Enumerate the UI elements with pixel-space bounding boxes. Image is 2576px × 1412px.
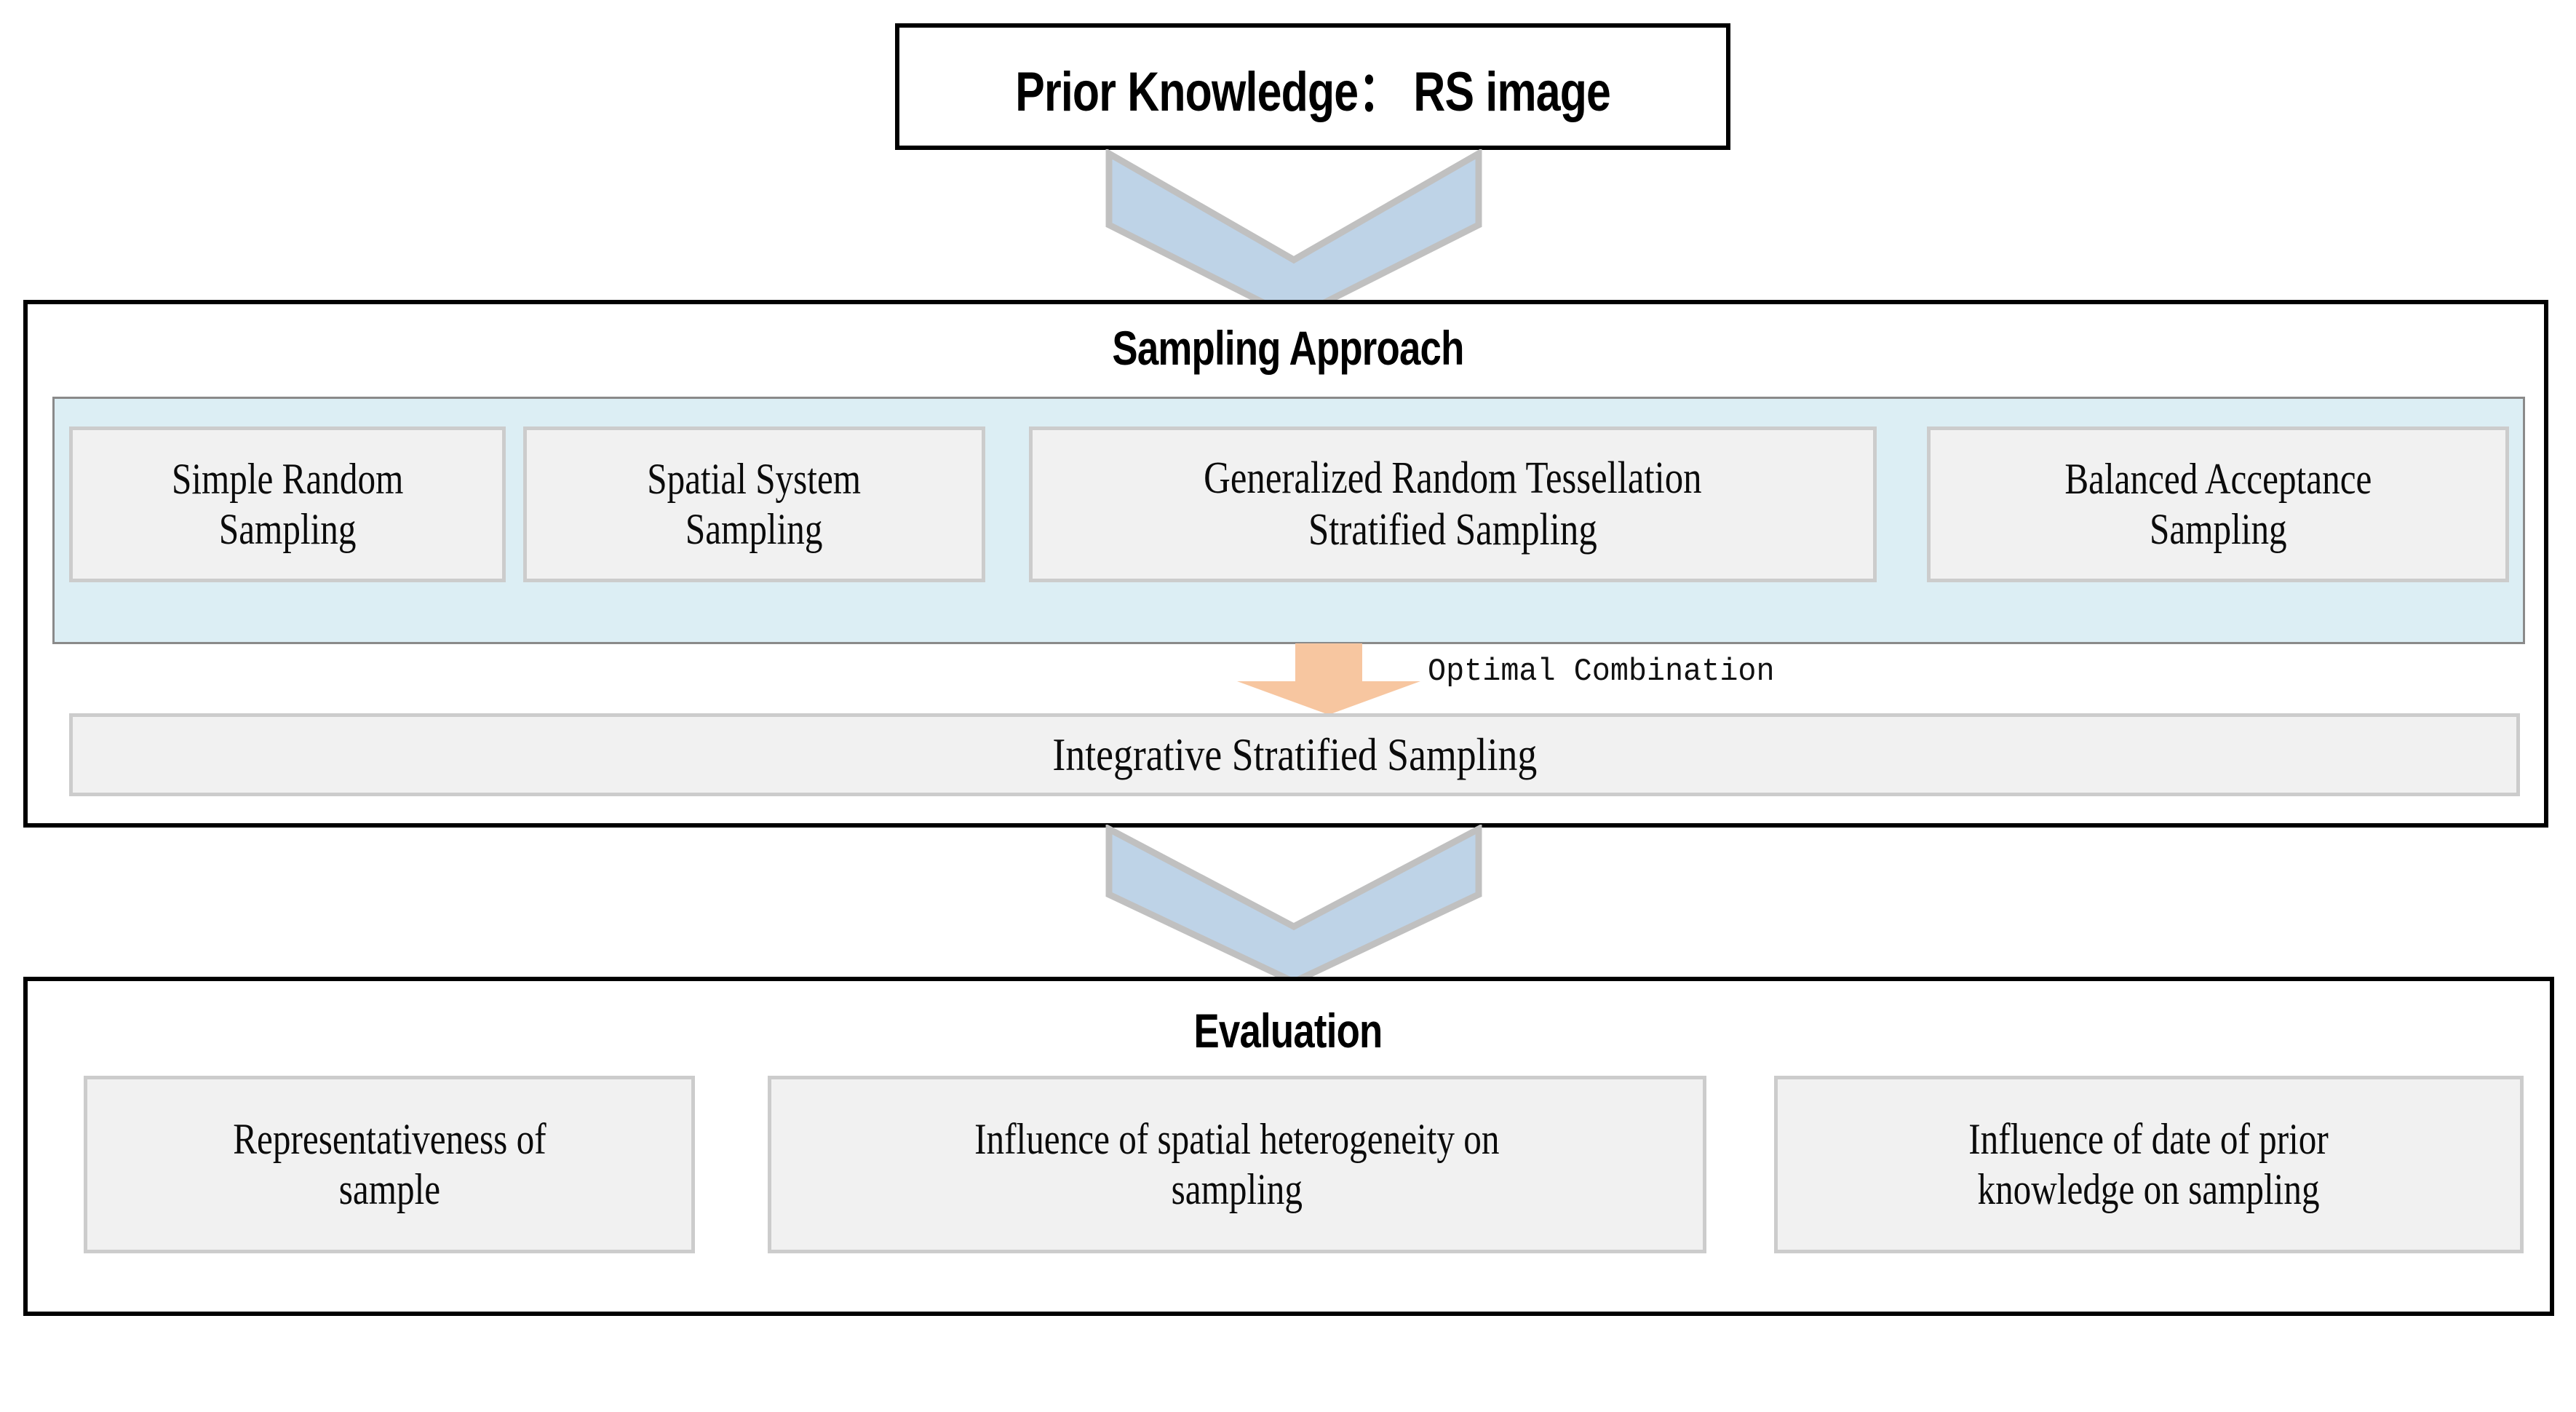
evaluation-heading: Evaluation [1193,1004,1383,1058]
sampling-method-box-4[interactable]: Balanced Acceptance Sampling [1927,427,2509,582]
chevron-down-icon-top [1105,149,1482,322]
sampling-method-box-3[interactable]: Generalized Random Tessellation Stratifi… [1029,427,1877,582]
optimal-combination-arrow-icon [1237,643,1420,715]
sampling-method-label-2: Spatial System Sampling [647,455,862,553]
evaluation-criterion-label-3: Influence of date of prior knowledge on … [1968,1115,2329,1213]
integrative-stratified-sampling-box[interactable]: Integrative Stratified Sampling [69,713,2520,796]
prior-knowledge-label: Prior Knowledge： RS image [1015,61,1611,123]
sampling-method-box-1[interactable]: Simple Random Sampling [69,427,506,582]
evaluation-criterion-label-1: Representativeness of sample [232,1115,546,1213]
evaluation-criterion-box-2[interactable]: Influence of spatial heterogeneity on sa… [768,1076,1706,1253]
prior-knowledge-box: Prior Knowledge： RS image [895,23,1730,150]
sampling-method-label-4: Balanced Acceptance Sampling [2064,455,2372,553]
sampling-approach-heading: Sampling Approach [1112,321,1464,375]
evaluation-criterion-box-3[interactable]: Influence of date of prior knowledge on … [1774,1076,2524,1253]
integrative-stratified-sampling-label: Integrative Stratified Sampling [1052,728,1537,780]
evaluation-criterion-box-1[interactable]: Representativeness of sample [84,1076,695,1253]
chevron-down-icon-bottom [1105,825,1482,985]
sampling-method-label-3: Generalized Random Tessellation Stratifi… [1204,453,1702,555]
sampling-method-box-2[interactable]: Spatial System Sampling [523,427,985,582]
sampling-method-label-1: Simple Random Sampling [171,455,404,553]
optimal-combination-label: Optimal Combination [1428,654,1775,690]
evaluation-criterion-label-2: Influence of spatial heterogeneity on sa… [974,1115,1500,1213]
